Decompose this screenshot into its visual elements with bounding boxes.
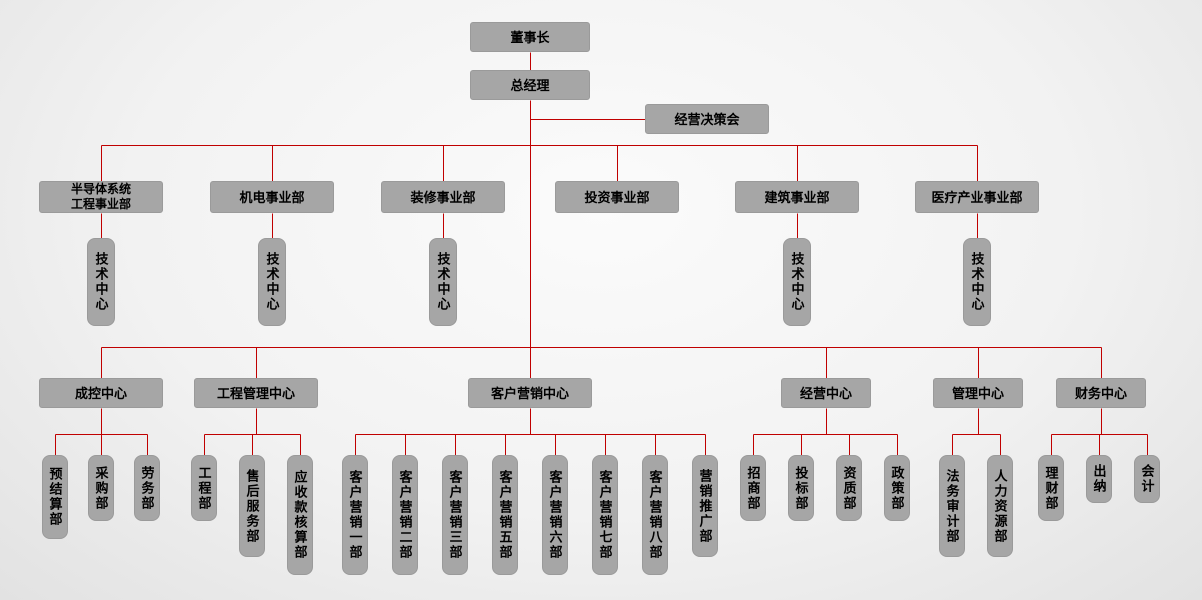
dept-node: 客户营销六部	[542, 455, 568, 575]
tech-center-node: 技术中心	[783, 238, 811, 326]
dept-node: 政策部	[884, 455, 910, 521]
dept-node: 人力资源部	[987, 455, 1013, 557]
dept-node: 理财部	[1038, 455, 1064, 521]
tech-center-node: 技术中心	[258, 238, 286, 326]
division-node: 装修事业部	[381, 181, 505, 213]
center-node: 成控中心	[39, 378, 163, 408]
dept-node: 客户营销五部	[492, 455, 518, 575]
dept-node: 客户营销三部	[442, 455, 468, 575]
node-committee: 经营决策会	[645, 104, 769, 134]
center-node: 管理中心	[933, 378, 1023, 408]
dept-node: 客户营销二部	[392, 455, 418, 575]
division-node: 投资事业部	[555, 181, 679, 213]
dept-node: 预结算部	[42, 455, 68, 539]
dept-node: 客户营销七部	[592, 455, 618, 575]
tech-center-node: 技术中心	[429, 238, 457, 326]
node-general-manager: 总经理	[470, 70, 590, 100]
dept-node: 资质部	[836, 455, 862, 521]
dept-node: 会计	[1134, 455, 1160, 503]
division-node: 建筑事业部	[735, 181, 859, 213]
dept-node: 投标部	[788, 455, 814, 521]
dept-node: 应收款核算部	[287, 455, 313, 575]
dept-node: 劳务部	[134, 455, 160, 521]
dept-node: 工程部	[191, 455, 217, 521]
dept-node: 出纳	[1086, 455, 1112, 503]
division-node: 机电事业部	[210, 181, 334, 213]
node-chairman: 董事长	[470, 22, 590, 52]
dept-node: 营销推广部	[692, 455, 718, 557]
dept-node: 售后服务部	[239, 455, 265, 557]
center-node: 经营中心	[781, 378, 871, 408]
dept-node: 采购部	[88, 455, 114, 521]
center-node: 工程管理中心	[194, 378, 318, 408]
tech-center-node: 技术中心	[87, 238, 115, 326]
division-node: 半导体系统 工程事业部	[39, 181, 163, 213]
division-node: 医疗产业事业部	[915, 181, 1039, 213]
dept-node: 客户营销八部	[642, 455, 668, 575]
dept-node: 招商部	[740, 455, 766, 521]
tech-center-node: 技术中心	[963, 238, 991, 326]
dept-node: 法务审计部	[939, 455, 965, 557]
dept-node: 客户营销一部	[342, 455, 368, 575]
center-node: 客户营销中心	[468, 378, 592, 408]
center-node: 财务中心	[1056, 378, 1146, 408]
